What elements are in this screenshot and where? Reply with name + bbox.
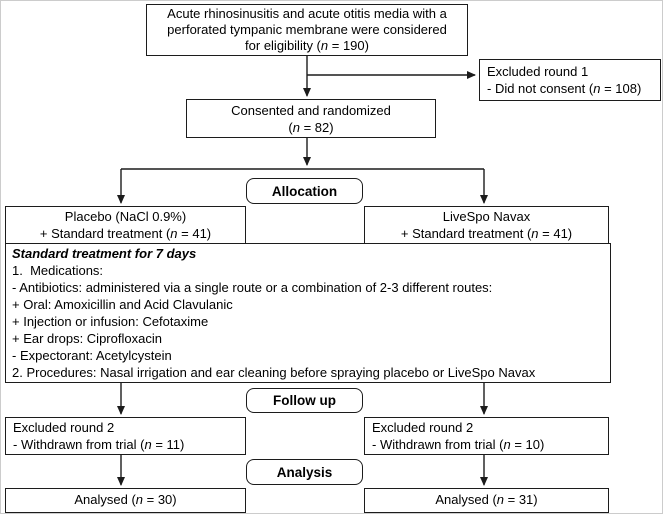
standard-treatment-box: Standard treatment for 7 days 1. Medicat… — [5, 243, 611, 383]
text-line: Excluded round 1 — [487, 64, 589, 79]
stage-label-text: Analysis — [276, 464, 333, 480]
text-line: 1. Medications: — [12, 263, 104, 278]
placebo-arm-box: Placebo (NaCl 0.9%) + Standard treatment… — [5, 206, 246, 244]
text-line: + Oral: Amoxicillin and Acid Clavulanic — [12, 297, 233, 312]
analysed-right-box: Analysed (n = 31) — [364, 488, 609, 513]
excluded-round1-box: Excluded round 1 - Did not consent (n = … — [479, 59, 661, 101]
text-line: - Antibiotics: administered via a single… — [12, 280, 493, 295]
allocation-stage-label: Allocation — [246, 178, 363, 204]
text-line: Analysed (n = 30) — [74, 492, 177, 508]
text-line: LiveSpo Navax — [442, 209, 531, 224]
followup-stage-label: Follow up — [246, 388, 363, 413]
consented-box: Consented and randomized (n = 82) — [186, 99, 436, 138]
livespo-arm-box: LiveSpo Navax + Standard treatment (n = … — [364, 206, 609, 244]
text-line: Acute rhinosinusitis and acute otitis me… — [167, 6, 447, 21]
text-line: + Ear drops: Ciprofloxacin — [12, 331, 162, 346]
text-line: - Withdrawn from trial (n = 11) — [13, 437, 185, 452]
text-line: Placebo (NaCl 0.9%) — [64, 209, 187, 224]
text-line: + Standard treatment (n = 41) — [39, 226, 212, 241]
text-line: 2. Procedures: Nasal irrigation and ear … — [12, 365, 536, 380]
text-line: - Did not consent (n = 108) — [487, 81, 642, 96]
excluded-round2-right-box: Excluded round 2 - Withdrawn from trial … — [364, 417, 609, 455]
excluded-round2-left-box: Excluded round 2 - Withdrawn from trial … — [5, 417, 246, 455]
treatment-title: Standard treatment for 7 days — [12, 246, 197, 261]
eligibility-box: Acute rhinosinusitis and acute otitis me… — [146, 4, 468, 56]
text-line: Analysed (n = 31) — [435, 492, 538, 508]
text-line: for eligibility (n = 190) — [245, 38, 369, 53]
text-line: (n = 82) — [288, 119, 334, 135]
stage-label-text: Follow up — [273, 393, 336, 408]
text-line: - Withdrawn from trial (n = 10) — [372, 437, 545, 452]
text-line: - Expectorant: Acetylcystein — [12, 348, 172, 363]
text-line: Excluded round 2 — [372, 420, 474, 435]
analysed-left-box: Analysed (n = 30) — [5, 488, 246, 513]
text-line: Consented and randomized — [231, 102, 391, 118]
text-line: + Standard treatment (n = 41) — [400, 226, 573, 241]
analysis-stage-label: Analysis — [246, 459, 363, 485]
text-line: perforated tympanic membrane were consid… — [167, 22, 447, 37]
text-line: + Injection or infusion: Cefotaxime — [12, 314, 209, 329]
stage-label-text: Allocation — [271, 183, 338, 199]
text-line: Excluded round 2 — [13, 420, 115, 435]
